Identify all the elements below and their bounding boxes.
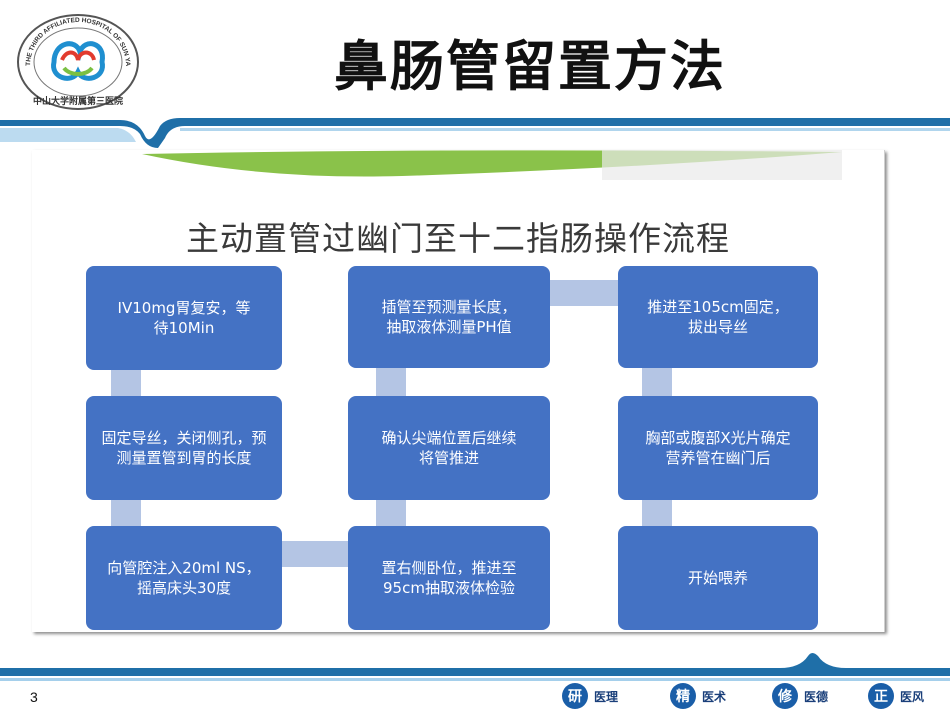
page-number: 3 <box>30 689 38 705</box>
motto-circle: 研 <box>562 683 588 709</box>
connector-c1-2 <box>111 500 141 526</box>
slide-leaf-decoration <box>142 150 842 180</box>
motto-item-1: 研 医理 <box>562 683 618 709</box>
step-box-6: 置右侧卧位，推进至 95cm抽取液体检验 <box>348 526 550 630</box>
connector-c2-2 <box>376 500 406 526</box>
connector-h1 <box>282 541 348 567</box>
motto-item-3: 修 医德 <box>772 683 828 709</box>
bottom-wave-band <box>0 653 950 681</box>
connector-c2-1 <box>376 368 406 396</box>
step-box-1: IV10mg胃复安，等 待10Min <box>86 266 282 370</box>
step-box-7: 推进至105cm固定， 拔出导丝 <box>618 266 818 368</box>
motto-item-2: 精 医术 <box>670 683 726 709</box>
motto-circle: 精 <box>670 683 696 709</box>
hospital-logo: THE THIRD AFFILIATED HOSPITAL OF SUN YAT… <box>10 8 139 110</box>
flowchart-title: 主动置管过幽门至十二指肠操作流程 <box>186 219 730 258</box>
step-box-3: 向管腔注入20ml NS， 摇高床头30度 <box>86 526 282 630</box>
step-box-9: 开始喂养 <box>618 526 818 630</box>
motto-circle: 修 <box>772 683 798 709</box>
step-box-5: 确认尖端位置后继续 将管推进 <box>348 396 550 500</box>
motto-word: 医风 <box>900 689 925 704</box>
connector-c3-1 <box>642 368 672 396</box>
connector-c1-1 <box>111 370 141 396</box>
motto-item-4: 正 医风 <box>868 683 924 709</box>
step-box-4: 插管至预测量长度， 抽取液体测量PH值 <box>348 266 550 368</box>
connector-h2 <box>550 280 618 306</box>
motto-word: 医理 <box>594 689 619 704</box>
page-title: 鼻肠管留置方法 <box>334 35 726 98</box>
embedded-slide: 主动置管过幽门至十二指肠操作流程 IV10mg胃复安，等 待10Min 固定导丝… <box>32 150 885 632</box>
motto-word: 医术 <box>702 689 727 704</box>
connector-c3-2 <box>642 500 672 526</box>
logo-cn-text: 中山大学附属第三医院 <box>33 95 123 107</box>
top-wave-band <box>0 118 950 148</box>
motto-circle: 正 <box>868 683 894 709</box>
step-box-2: 固定导丝，关闭侧孔，预 测量置管到胃的长度 <box>86 396 282 500</box>
motto-word: 医德 <box>804 689 829 704</box>
step-box-8: 胸部或腹部X光片确定 营养管在幽门后 <box>618 396 818 500</box>
